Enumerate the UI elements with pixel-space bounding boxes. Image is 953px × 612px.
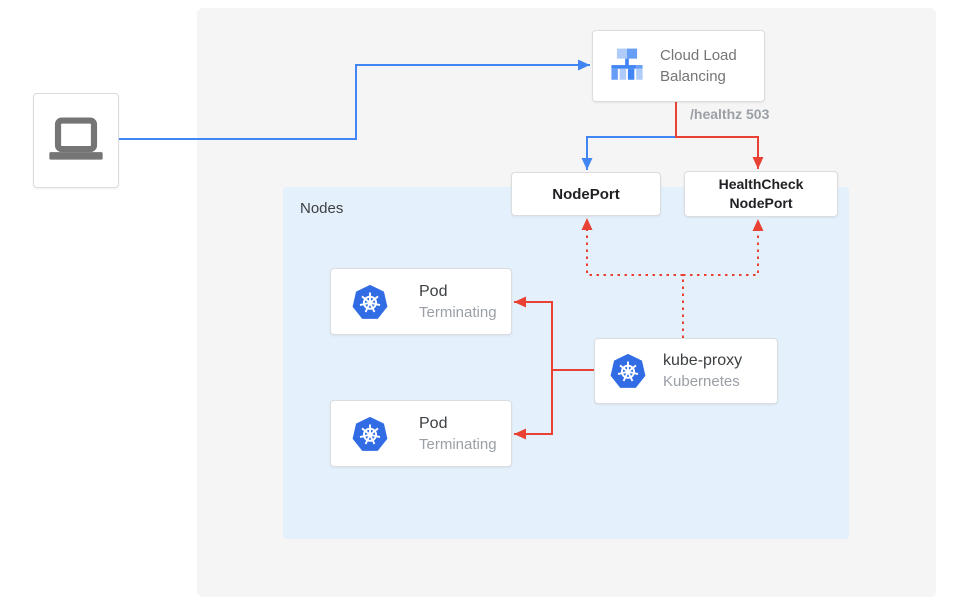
pod-2-labels: Pod Terminating	[419, 415, 497, 453]
nodeport-node: NodePort	[511, 172, 661, 216]
kube-proxy-labels: kube-proxy Kubernetes	[663, 352, 742, 390]
kube-proxy-node: kube-proxy Kubernetes	[594, 338, 778, 404]
kube-proxy-subtitle: Kubernetes	[663, 373, 740, 390]
nodes-container-label: Nodes	[300, 200, 344, 217]
kubernetes-icon	[352, 416, 388, 451]
healthcheck-nodeport-label-line1: HealthCheck	[718, 176, 804, 192]
nodeport-label: NodePort	[552, 185, 620, 203]
pod-2-title: Pod	[419, 414, 448, 432]
cloud-load-balancing-label: Cloud Load Balancing	[660, 47, 737, 85]
kubernetes-icon	[352, 284, 388, 319]
pod-1-status: Terminating	[419, 303, 497, 321]
client-node	[33, 93, 119, 188]
healthz-status-label: /healthz 503	[690, 106, 770, 122]
pod-1-title: Pod	[419, 282, 448, 300]
pod-node-1: Pod Terminating	[330, 268, 512, 335]
healthcheck-nodeport-label-line2: NodePort	[729, 195, 793, 211]
cloud-load-balancing-node: Cloud Load Balancing	[592, 30, 765, 102]
pod-node-2: Pod Terminating	[330, 400, 512, 467]
healthcheck-nodeport-node: HealthCheck NodePort	[684, 171, 838, 217]
cloud-load-balancing-icon	[611, 48, 643, 80]
kube-proxy-title: kube-proxy	[663, 352, 743, 369]
pod-2-status: Terminating	[419, 435, 497, 453]
laptop-icon	[49, 116, 103, 160]
pod-1-labels: Pod Terminating	[419, 283, 497, 321]
kubernetes-icon	[610, 353, 646, 388]
